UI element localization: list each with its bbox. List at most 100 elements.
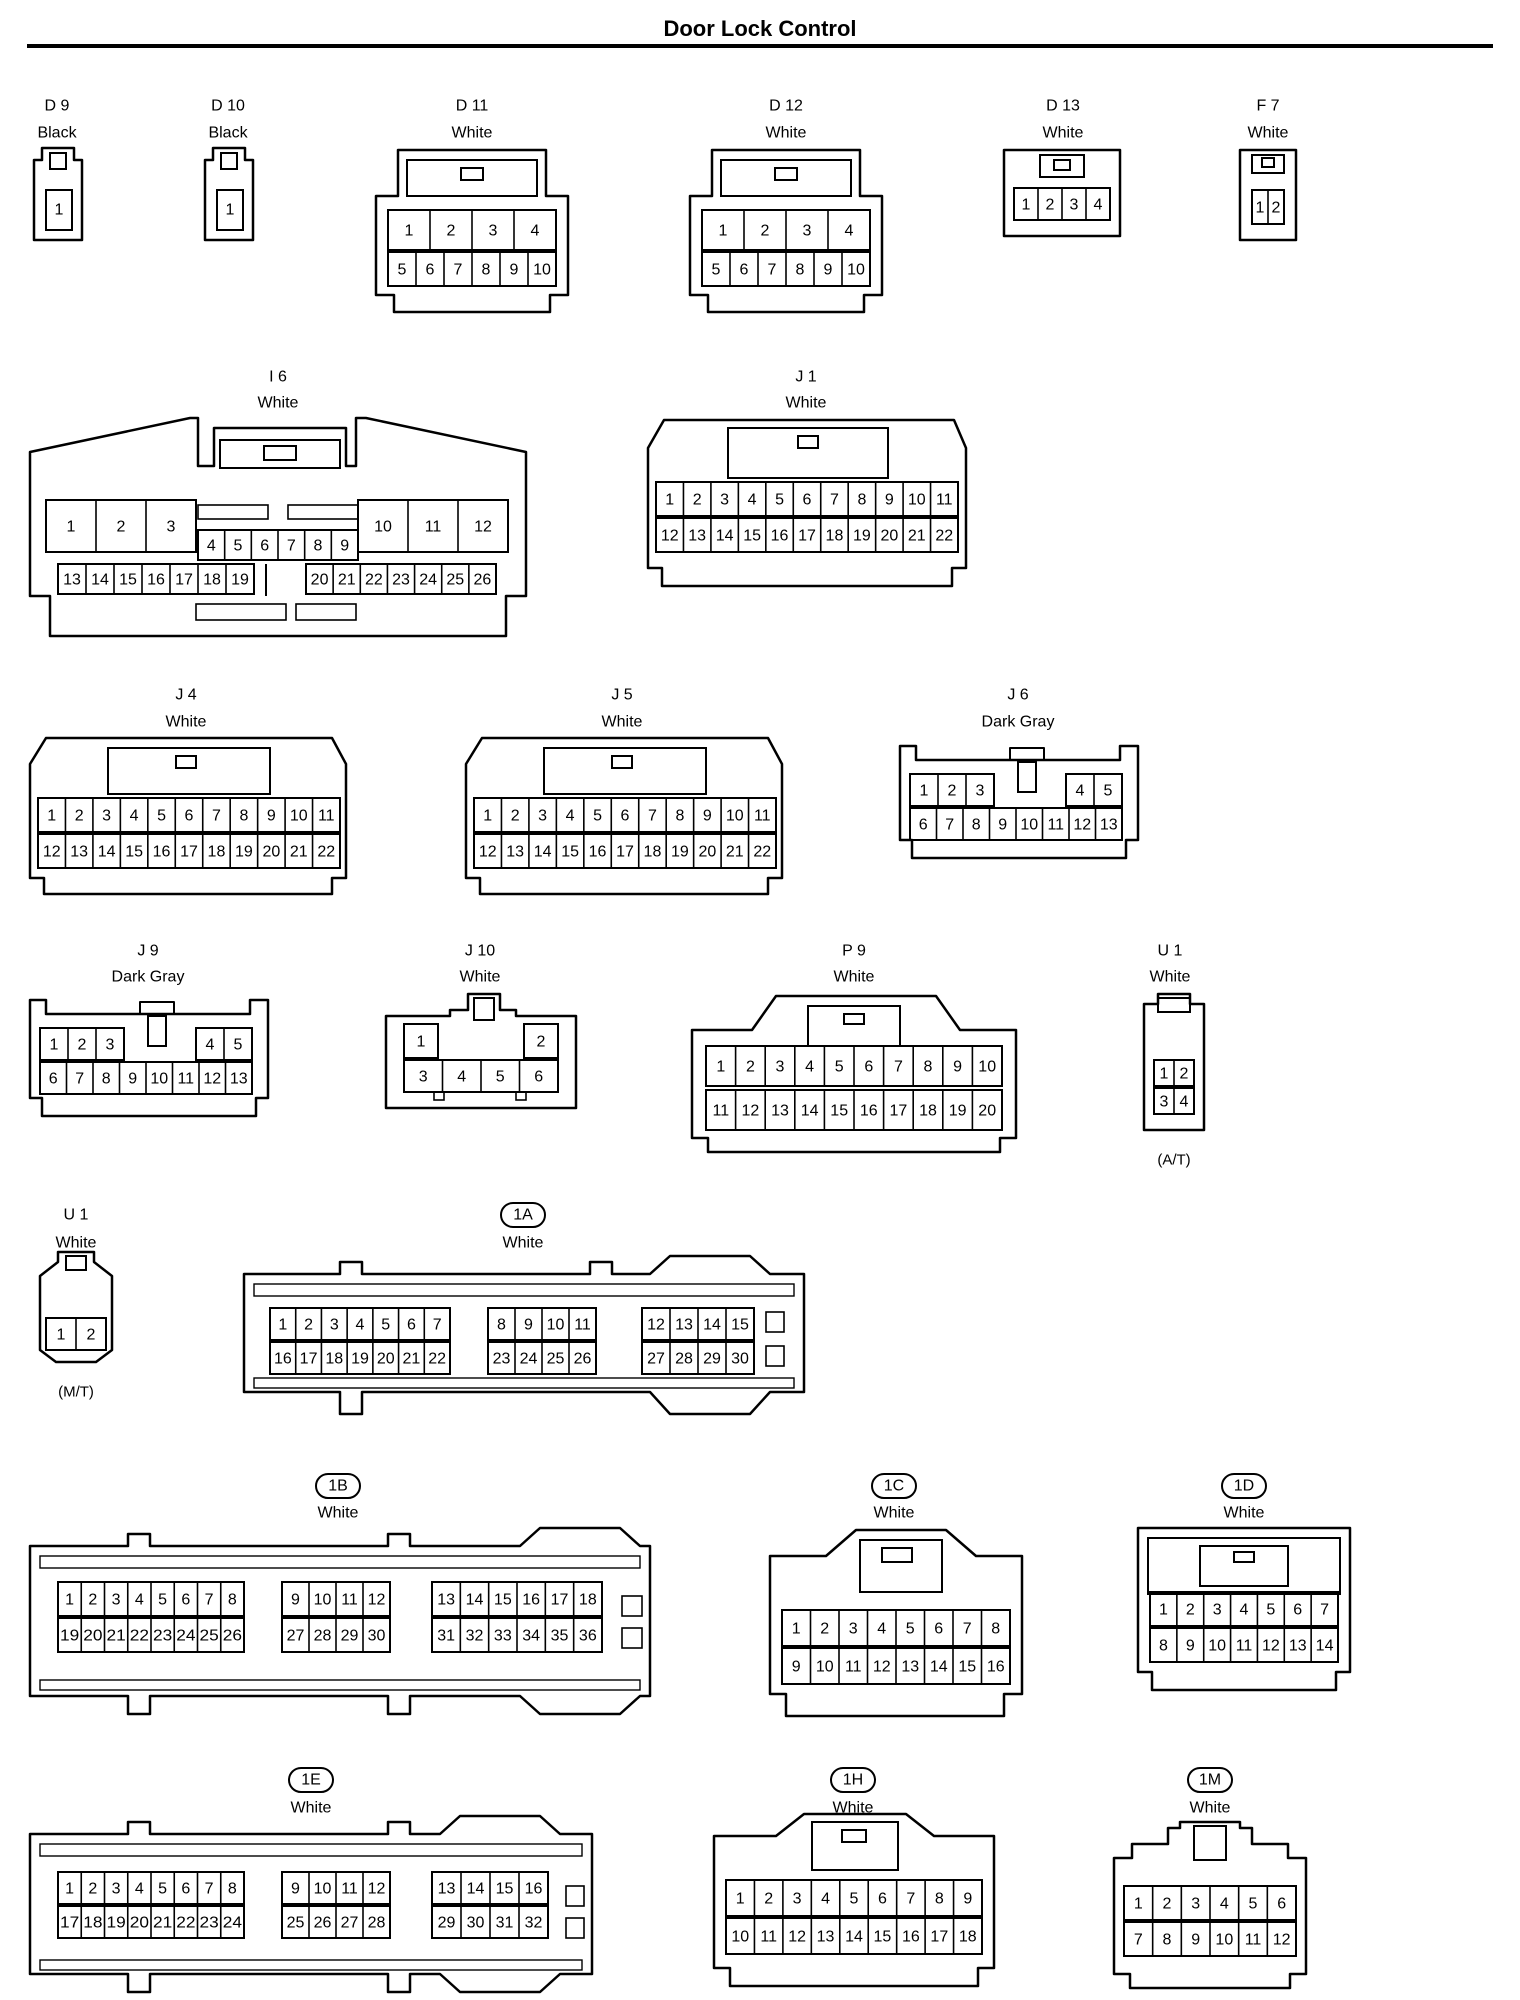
pin-number: 20	[698, 844, 716, 861]
pin-number: 13	[817, 1929, 835, 1946]
pin-number: 5	[835, 1059, 844, 1076]
pin-number: 2	[511, 808, 520, 825]
pin-number: 22	[753, 844, 771, 861]
connector-code-badge	[288, 1767, 334, 1793]
pin-number: 2	[1186, 1602, 1195, 1619]
pin-number: 23	[153, 1628, 172, 1645]
connector-color: White	[1190, 1800, 1231, 1817]
pin-number: 1	[417, 1034, 426, 1051]
pin-number: 5	[712, 262, 721, 279]
pin-number: 1	[920, 783, 929, 800]
pin-number: 13	[438, 1881, 456, 1898]
pin-number: 7	[205, 1881, 214, 1898]
pin-number: 9	[267, 808, 276, 825]
pin-number: 11	[574, 1317, 591, 1334]
pin-number: 24	[223, 1915, 242, 1932]
pin-number: 1	[55, 202, 64, 219]
pin-number: 9	[128, 1071, 137, 1088]
pin-number: 22	[130, 1628, 149, 1645]
pin-number: 17	[551, 1592, 569, 1609]
pin-number: 31	[437, 1628, 455, 1645]
pin-row-outline	[39, 1027, 125, 1061]
pin-number: 22	[176, 1915, 195, 1932]
connector-code: 1M	[1199, 1772, 1221, 1789]
latch	[1017, 761, 1037, 793]
pin-number: 4	[748, 492, 757, 509]
connector-color: Black	[208, 125, 248, 142]
connector-color: Black	[37, 125, 77, 142]
pin-number: 23	[493, 1351, 511, 1368]
connector-code: I 6	[269, 369, 287, 386]
pin-number: 8	[1159, 1638, 1168, 1655]
pin-number: 8	[796, 262, 805, 279]
pin-number: 6	[534, 1069, 543, 1086]
pin-number: 1	[65, 1881, 74, 1898]
pin-number: 19	[235, 844, 253, 861]
pin-number: 28	[675, 1351, 693, 1368]
key-slot	[287, 504, 359, 520]
latch	[1233, 1551, 1255, 1563]
pin-number: 16	[771, 528, 789, 545]
pin-number: 10	[726, 808, 744, 825]
pin-number: 3	[849, 1621, 858, 1638]
pin-number: 8	[482, 262, 491, 279]
connector-color: White	[1248, 125, 1289, 142]
pin-number: 4	[877, 1621, 886, 1638]
pin-number: 16	[860, 1103, 878, 1120]
connector-code: 1H	[843, 1772, 863, 1789]
pin-number: 1	[50, 1037, 59, 1054]
pin-number: 4	[207, 538, 216, 555]
connector-code: 1A	[513, 1207, 533, 1224]
pin-number: 12	[1262, 1638, 1280, 1655]
pin-number: 15	[494, 1592, 512, 1609]
connector-code: D 10	[211, 98, 245, 115]
pin-number: 9	[963, 1891, 972, 1908]
pin-number: 10	[150, 1071, 168, 1088]
key-notch	[515, 1091, 527, 1101]
pin-number: 17	[930, 1929, 948, 1946]
pin-number: 1	[405, 223, 414, 240]
pin-number: 13	[1289, 1638, 1307, 1655]
pin-number: 9	[510, 262, 519, 279]
pin-number: 21	[908, 528, 926, 545]
pin-number: 3	[538, 808, 547, 825]
pin-number: 12	[1073, 817, 1091, 834]
housing-outline	[690, 994, 1018, 1154]
pin-number: 12	[873, 1659, 891, 1676]
pin-number: 9	[1191, 1932, 1200, 1949]
connector-code: D 13	[1046, 98, 1080, 115]
pin-number: 26	[314, 1915, 332, 1932]
pin-number: 11	[936, 492, 953, 509]
pin-number: 5	[158, 1592, 167, 1609]
pin-number: 16	[153, 844, 171, 861]
pin-row-outline	[269, 1307, 451, 1341]
connector-color: White	[602, 714, 643, 731]
pin-number: 16	[589, 844, 607, 861]
pin-number: 7	[1134, 1932, 1143, 1949]
connector-color: White	[1043, 125, 1084, 142]
latch-frame	[1009, 747, 1045, 760]
latch	[263, 445, 297, 461]
pin-number: 1	[1022, 197, 1031, 214]
connector-color: White	[258, 395, 299, 412]
pin-number: 5	[593, 808, 602, 825]
pin-cavity	[45, 189, 73, 231]
pin-number: 12	[43, 844, 61, 861]
pin-number: 9	[824, 262, 833, 279]
housing-outline	[28, 998, 270, 1118]
pin-number: 11	[341, 1592, 358, 1609]
pin-number: 21	[726, 844, 744, 861]
pin-number: 8	[924, 1059, 933, 1076]
connector-code-badge	[830, 1767, 876, 1793]
housing-outline	[28, 1526, 652, 1716]
pin-number: 11	[177, 1071, 194, 1088]
pin-number: 6	[407, 1317, 416, 1334]
connector-color: White	[460, 969, 501, 986]
housing-outline	[646, 418, 968, 588]
pin-number: 18	[579, 1592, 597, 1609]
